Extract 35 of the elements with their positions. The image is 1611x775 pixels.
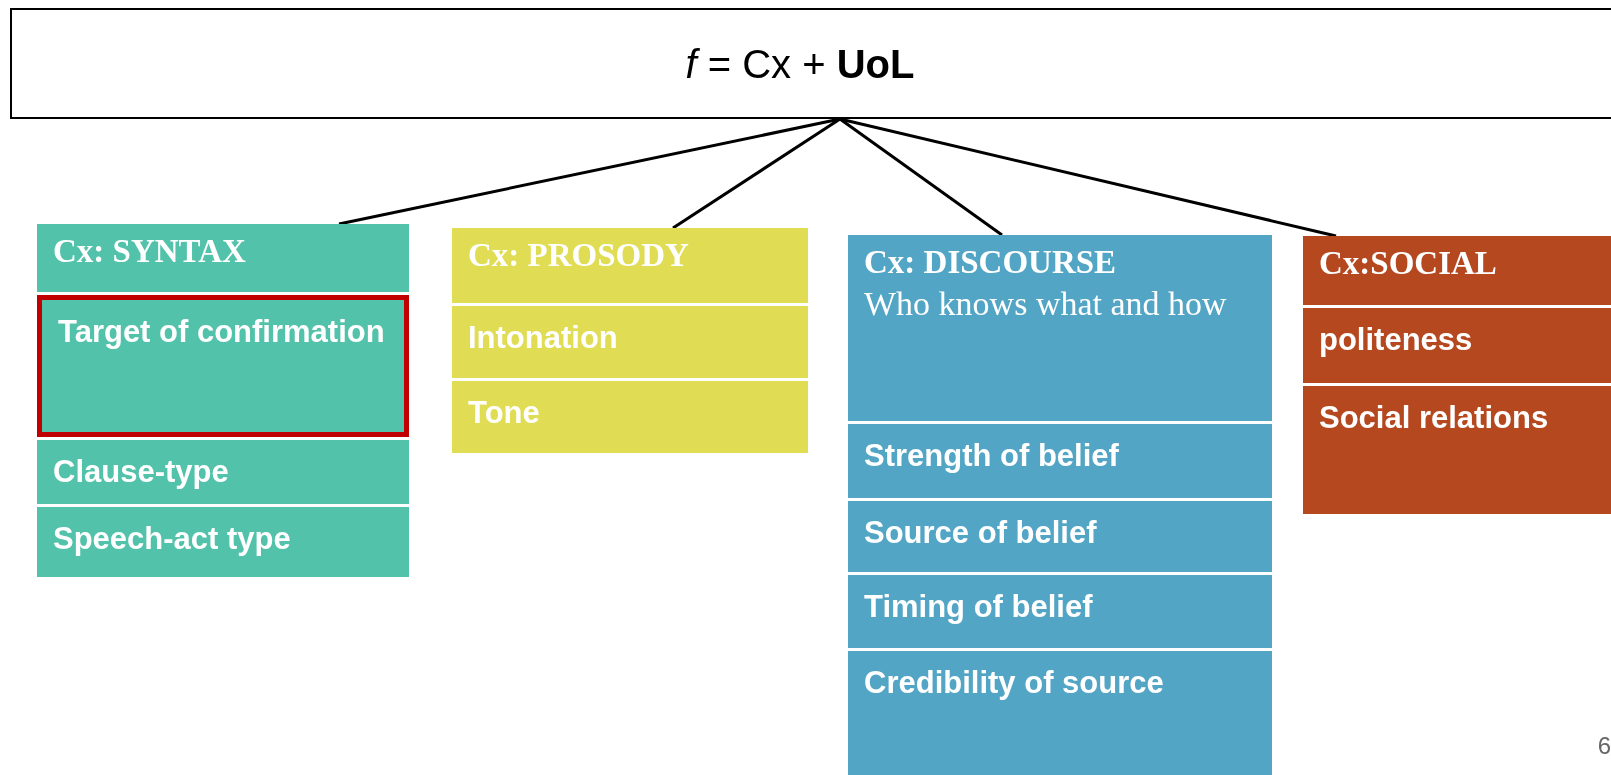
formula-box	[10, 8, 1611, 119]
feature-label: politeness	[1319, 321, 1474, 359]
formula-text: f = Cx + UoL	[685, 40, 915, 88]
category-header	[37, 224, 409, 292]
category-header	[848, 235, 1272, 421]
category-title: Cx: DISCOURSE	[864, 243, 1118, 282]
feature-box	[848, 651, 1272, 775]
feature-box	[452, 306, 808, 378]
feature-box	[848, 424, 1272, 498]
feature-box	[37, 507, 409, 577]
category-title: Cx: PROSODY	[468, 236, 690, 275]
feature-box	[37, 440, 409, 504]
category-title: Cx: SYNTAX	[53, 232, 247, 271]
feature-box	[848, 575, 1272, 648]
feature-label: Social relations	[1319, 399, 1550, 437]
category-description: Who knows what and how	[864, 283, 1228, 324]
feature-box	[1303, 308, 1611, 383]
category-header	[452, 228, 808, 303]
feature-label: Target of confirmation	[58, 313, 386, 351]
category-header	[1303, 236, 1611, 305]
feature-label: Strength of belief	[864, 437, 1120, 475]
feature-label: Source of belief	[864, 514, 1098, 552]
page-number: 6	[1597, 731, 1611, 761]
feature-label: Speech-act type	[53, 520, 292, 558]
feature-label: Clause-type	[53, 453, 230, 491]
category-title: Cx:SOCIAL	[1319, 244, 1498, 283]
feature-label: Intonation	[468, 319, 619, 357]
feature-label: Tone	[468, 394, 541, 432]
feature-label: Credibility of source	[864, 664, 1165, 702]
feature-box	[452, 381, 808, 453]
feature-label: Timing of belief	[864, 588, 1094, 626]
connector-line	[672, 117, 841, 230]
feature-box	[37, 295, 409, 437]
feature-box	[1303, 386, 1611, 514]
feature-box	[848, 501, 1272, 572]
